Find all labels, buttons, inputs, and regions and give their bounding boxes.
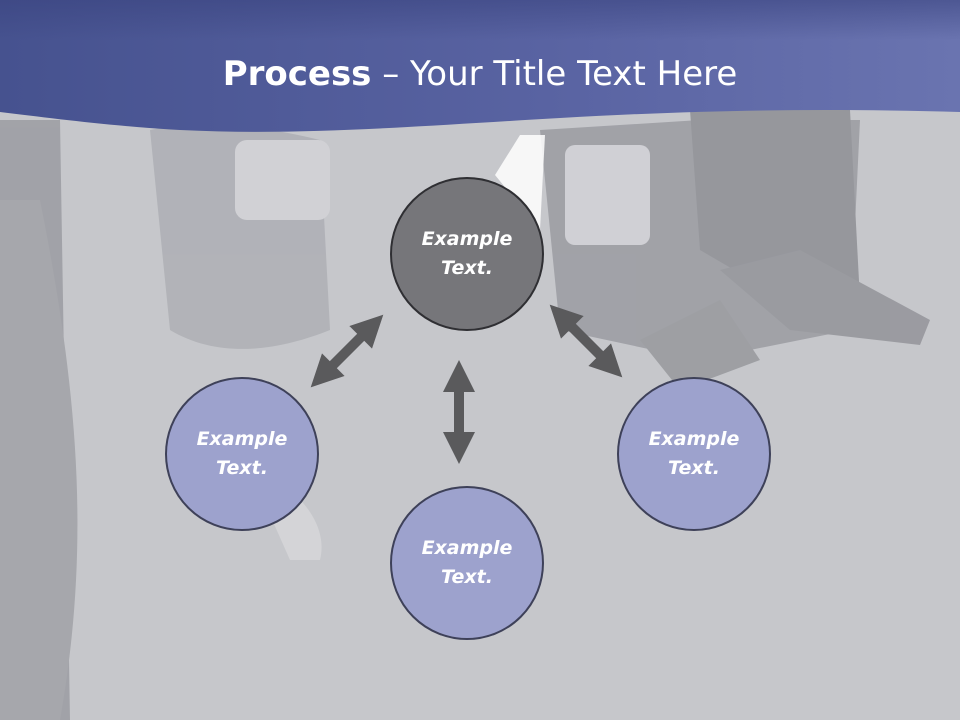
arrow-center-right xyxy=(549,304,623,378)
node-center-text: Example Text. xyxy=(421,228,513,279)
node-bottom-text: Example Text. xyxy=(421,537,513,588)
title-rest: – Your Title Text Here xyxy=(371,54,738,94)
node-center: Example Text. xyxy=(390,177,544,331)
node-left: Example Text. xyxy=(165,377,319,531)
node-right-text: Example Text. xyxy=(648,428,740,479)
arrow-center-left xyxy=(310,314,384,388)
slide-title: Process – Your Title Text Here xyxy=(0,52,960,96)
node-right: Example Text. xyxy=(617,377,771,531)
node-left-text: Example Text. xyxy=(196,428,288,479)
title-bold: Process xyxy=(222,54,372,94)
node-bottom: Example Text. xyxy=(390,486,544,640)
